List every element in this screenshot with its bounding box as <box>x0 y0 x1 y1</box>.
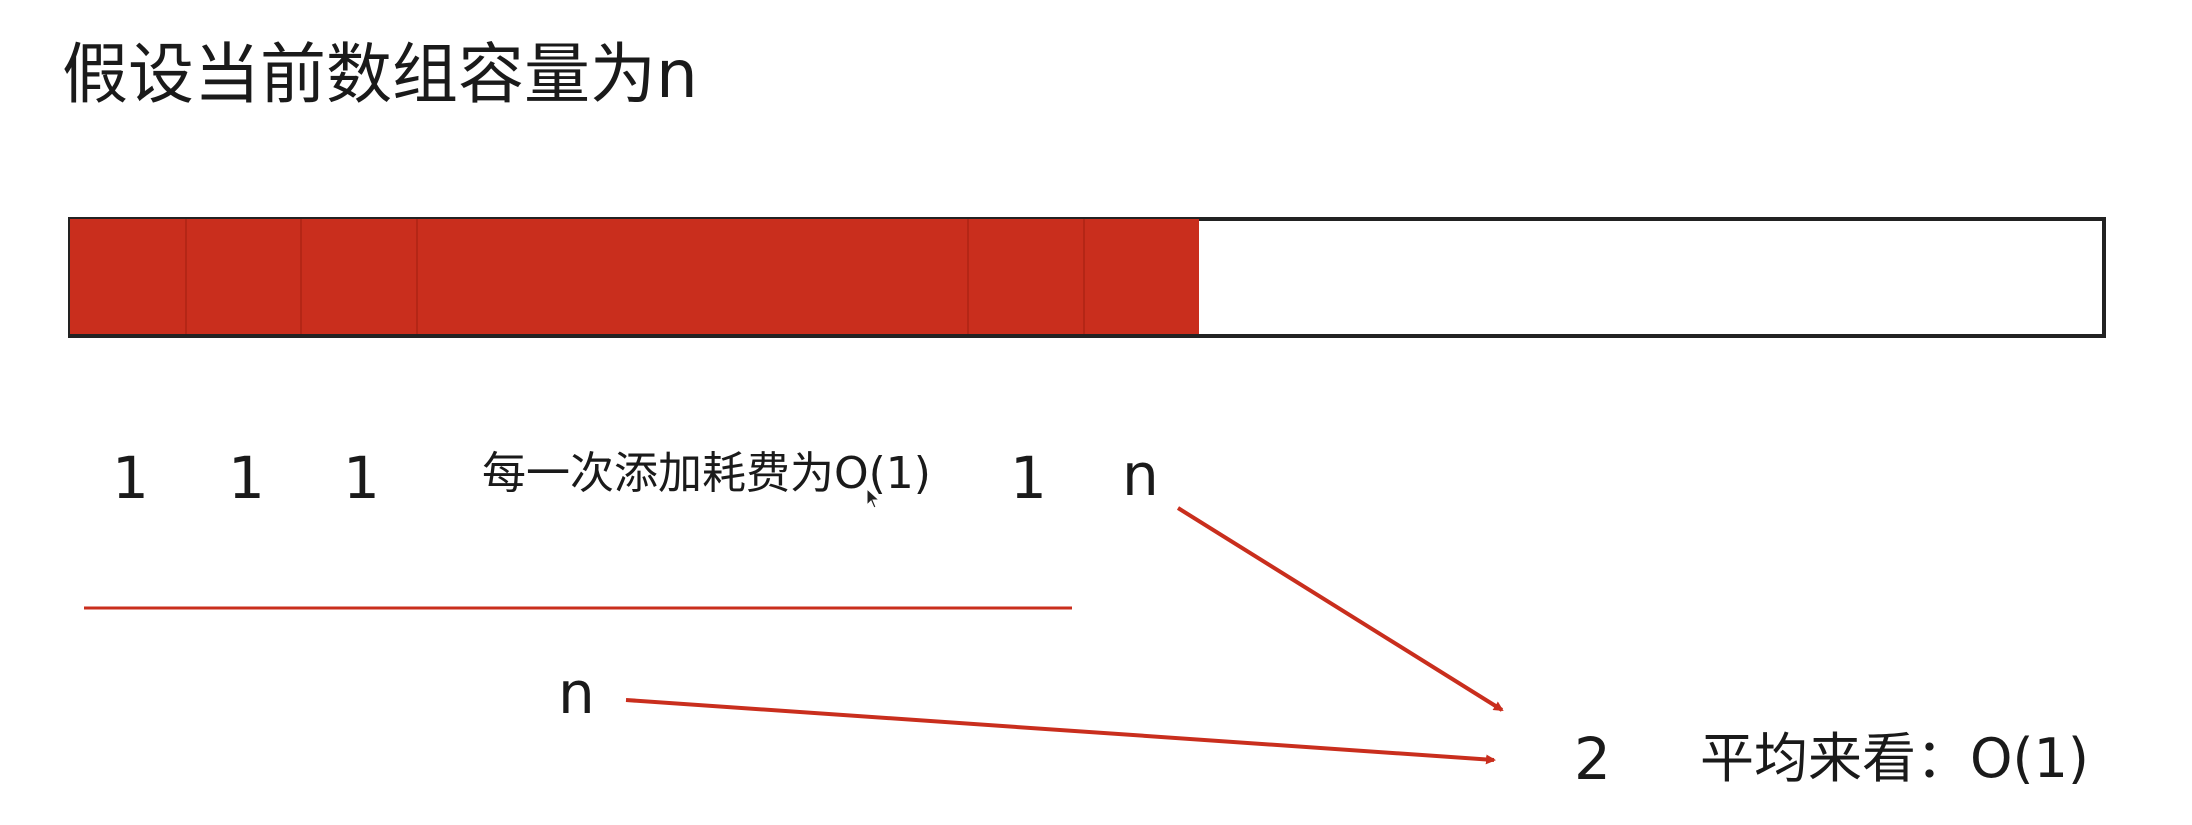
arrow-sum-to-result <box>625 698 1496 765</box>
array-filled-region <box>70 219 1199 336</box>
cost-label-1: 1 <box>112 444 149 512</box>
result-value: 2 <box>1574 725 1611 793</box>
cost-label-2: 1 <box>228 444 265 512</box>
sum-label-n: n <box>558 659 595 727</box>
per-add-cost-note: 每一次添加耗费为O(1) <box>482 448 931 499</box>
arrow-n-to-result <box>1176 506 1504 712</box>
amortized-result-text: 平均来看：O(1) <box>1700 727 2089 790</box>
cost-label-4: 1 <box>1010 444 1047 512</box>
page-title: 假设当前数组容量为n <box>62 36 698 113</box>
cost-label-3: 1 <box>343 444 380 512</box>
cost-label-n: n <box>1122 441 1159 509</box>
mouse-cursor-icon <box>866 488 881 509</box>
